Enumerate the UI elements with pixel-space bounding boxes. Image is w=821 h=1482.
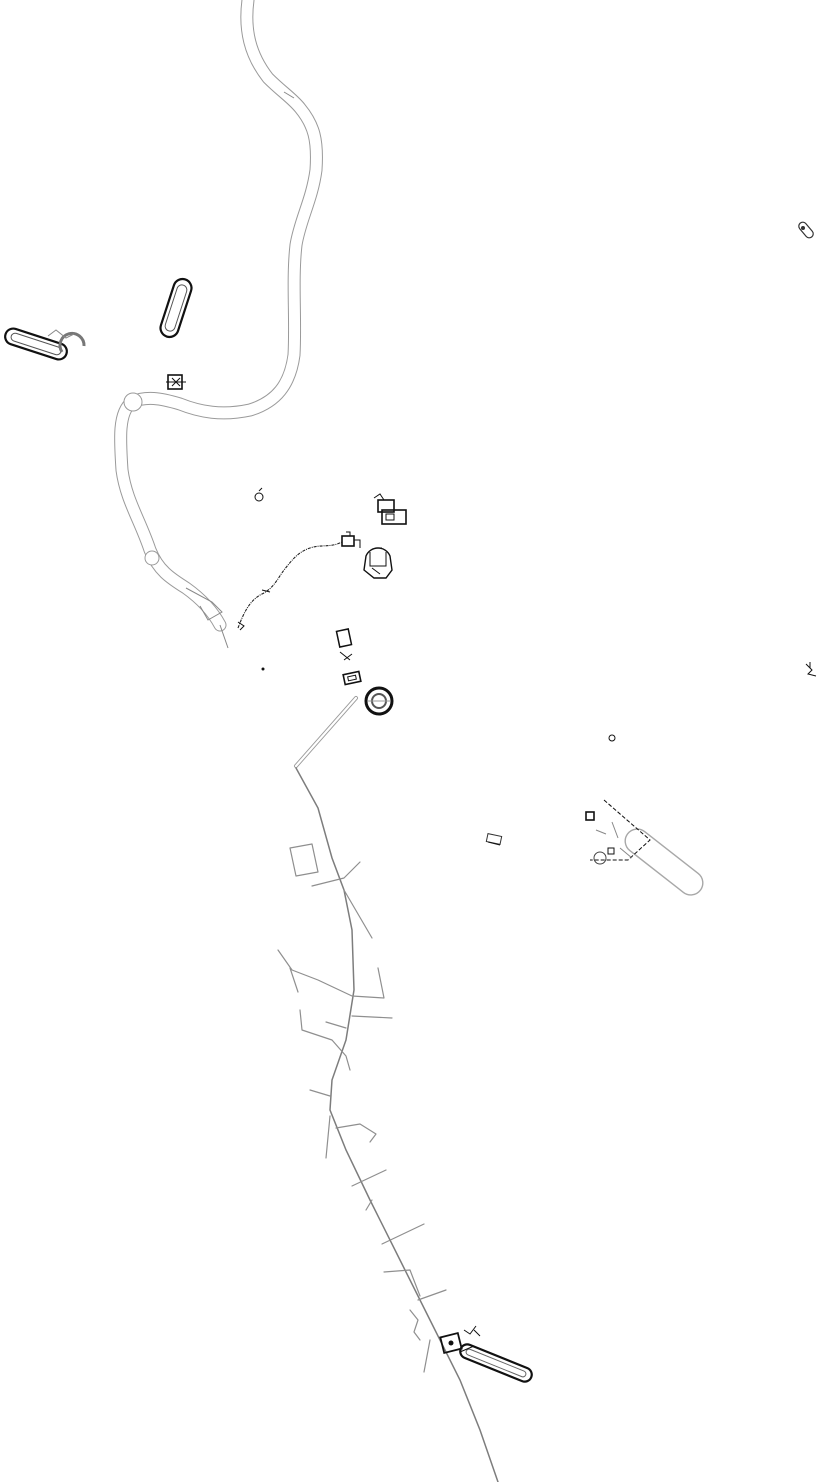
capsule-structure-east[interactable] xyxy=(797,221,815,240)
dashed-trail[interactable] xyxy=(237,541,343,629)
capsule-structure-south[interactable] xyxy=(458,1342,534,1383)
building-footprint-south-complex[interactable] xyxy=(439,1325,481,1355)
ring-structure-small[interactable] xyxy=(254,487,264,502)
trail-marker-west xyxy=(237,589,271,631)
building-complex-north[interactable] xyxy=(373,493,407,525)
point-marker xyxy=(261,667,265,671)
capsule-structure-north[interactable] xyxy=(158,277,194,340)
building-footprint-gate[interactable] xyxy=(335,628,353,661)
ring-structure-east[interactable] xyxy=(608,734,616,742)
road-network[interactable] xyxy=(277,696,499,1482)
building-footprint-far-east[interactable] xyxy=(805,662,817,677)
capsule-structure-southeast[interactable] xyxy=(585,799,708,900)
building-footprint-mid-east[interactable] xyxy=(485,833,503,846)
building-footprint-south[interactable] xyxy=(342,670,362,686)
river-channel xyxy=(114,0,323,649)
domed-structure[interactable] xyxy=(363,547,393,579)
building-complex-trailhead[interactable] xyxy=(341,531,361,548)
ring-structure-large[interactable] xyxy=(364,686,394,716)
capsule-structure-west[interactable] xyxy=(3,327,86,362)
building-footprint-river-bend[interactable] xyxy=(166,374,186,390)
